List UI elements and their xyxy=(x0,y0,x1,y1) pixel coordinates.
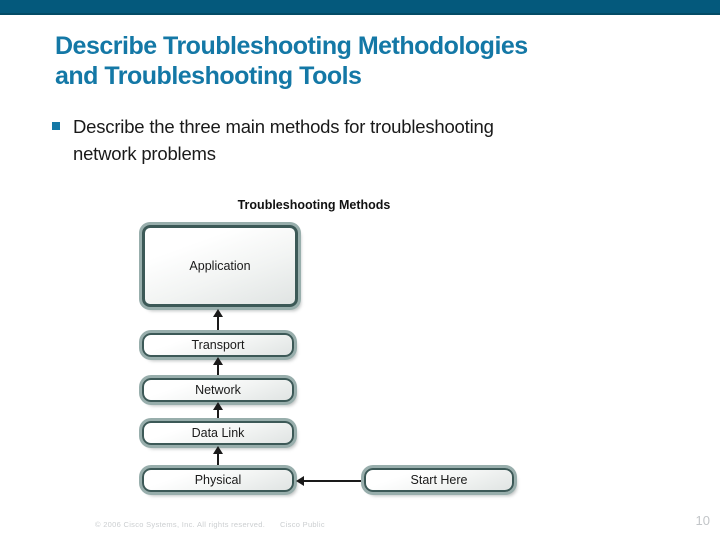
arrowhead-up-icon xyxy=(213,309,223,317)
bullet-text-line-2: network problems xyxy=(73,143,216,164)
diagram-box-transport: Transport xyxy=(142,333,294,357)
diagram-box-application: Application xyxy=(142,225,298,307)
bullet-text-line-1: Describe the three main methods for trou… xyxy=(73,116,494,137)
footer-copyright: © 2006 Cisco Systems, Inc. All rights re… xyxy=(95,520,266,529)
diagram-box-data-link: Data Link xyxy=(142,421,294,445)
diagram-box-transport-label: Transport xyxy=(191,338,245,352)
arrowhead-up-icon xyxy=(213,357,223,365)
arrow-shaft xyxy=(217,365,219,377)
arrowhead-up-icon xyxy=(213,402,223,410)
diagram-box-network-label: Network xyxy=(195,383,241,397)
footer-page-number: 10 xyxy=(695,513,710,528)
arrow-shaft xyxy=(217,454,219,467)
bullet-square-icon xyxy=(52,122,60,130)
diagram-title: Troubleshooting Methods xyxy=(237,198,391,212)
arrow-up-network-to-transport xyxy=(212,357,224,377)
slide-title-line-2: and Troubleshooting Tools xyxy=(55,62,362,90)
diagram-box-start-here: Start Here xyxy=(364,468,514,492)
bullet-item: Describe the three main methods for trou… xyxy=(52,113,494,167)
footer-classification: Cisco Public xyxy=(280,520,325,529)
diagram-box-start-here-label: Start Here xyxy=(410,473,468,487)
diagram-box-network: Network xyxy=(142,378,294,402)
arrow-shaft xyxy=(217,410,219,420)
diagram-box-physical: Physical xyxy=(142,468,294,492)
diagram-box-data-link-label: Data Link xyxy=(191,426,245,440)
arrow-shaft xyxy=(217,317,219,332)
arrow-up-physical-to-datalink xyxy=(212,446,224,467)
arrow-up-transport-to-application xyxy=(212,309,224,332)
bullet-text: Describe the three main methods for trou… xyxy=(73,113,494,167)
arrowhead-left-icon xyxy=(296,476,304,486)
diagram-box-physical-label: Physical xyxy=(194,473,242,487)
slide-title-line-1: Describe Troubleshooting Methodologies xyxy=(55,32,528,60)
arrow-left-starthere-to-physical xyxy=(296,476,364,486)
diagram-box-application-label: Application xyxy=(189,259,251,273)
slide-title: Describe Troubleshooting Methodologies a… xyxy=(55,31,528,91)
arrow-shaft xyxy=(304,480,364,482)
arrow-up-datalink-to-network xyxy=(212,402,224,420)
top-accent-bar xyxy=(0,0,720,15)
arrowhead-up-icon xyxy=(213,446,223,454)
